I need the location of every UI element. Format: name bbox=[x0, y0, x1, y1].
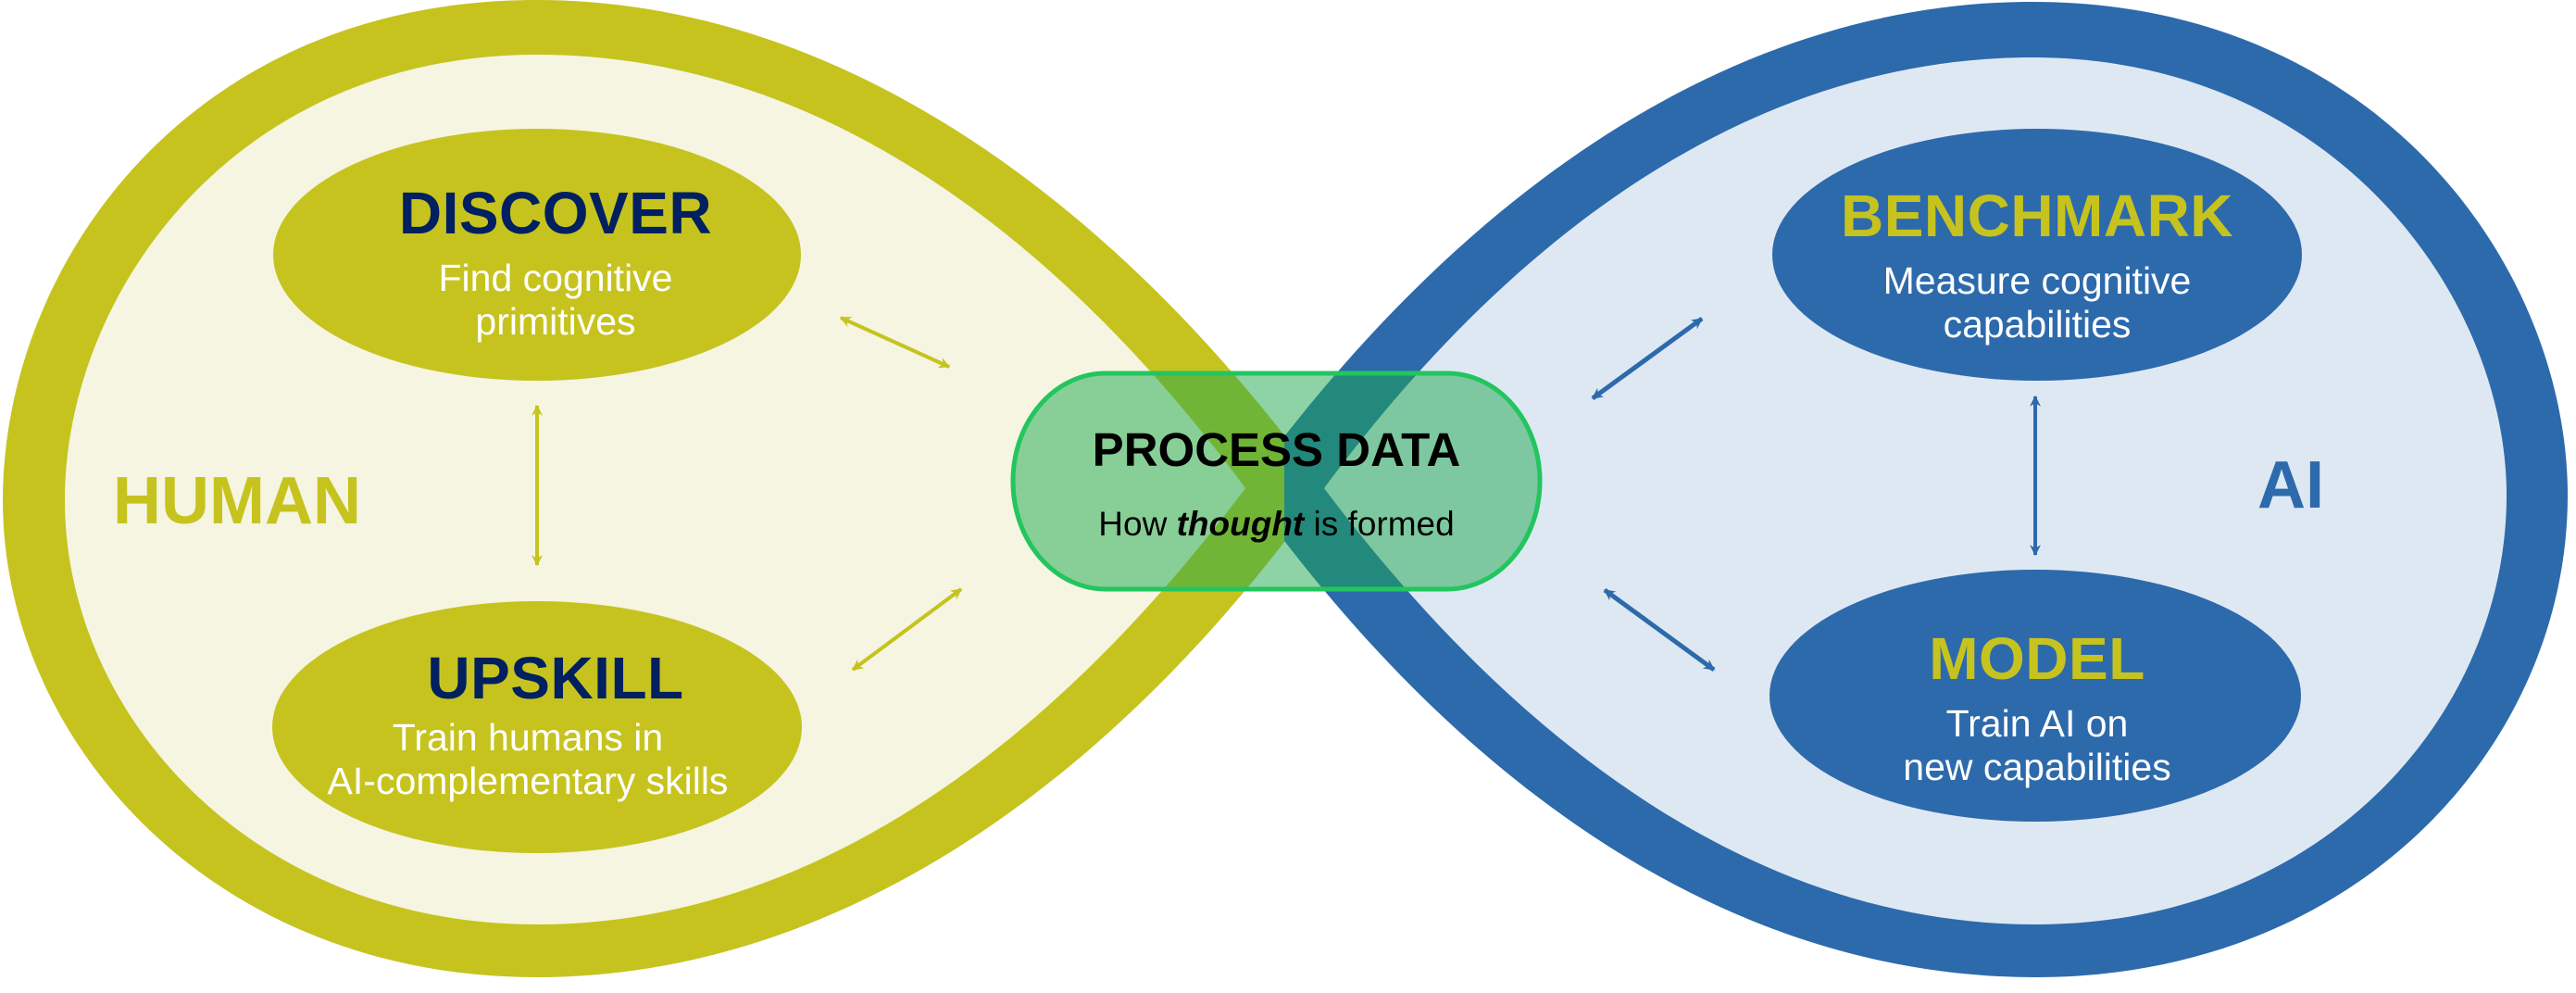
benchmark-title: BENCHMARK bbox=[1840, 182, 2234, 249]
bidirectional-arrow-icon bbox=[851, 587, 963, 672]
benchmark-text: BENCHMARK Measure cognitive capabilities bbox=[1787, 186, 2287, 344]
bidirectional-arrow-icon bbox=[1591, 316, 1704, 401]
upskill-desc-line2: AI-complementary skills bbox=[327, 760, 729, 802]
benchmark-desc-line1: Measure cognitive bbox=[1882, 259, 2192, 302]
ai-label: AI bbox=[2257, 448, 2324, 522]
upskill-text: UPSKILL Train humans in AI-complementary… bbox=[278, 648, 778, 800]
bidirectional-arrow-icon bbox=[839, 316, 951, 369]
benchmark-node bbox=[1772, 129, 2302, 381]
process-data-text: PROCESS DATA How thought is formed bbox=[1013, 426, 1540, 541]
model-desc-line1: Train AI on bbox=[1945, 702, 2129, 745]
human-label: HUMAN bbox=[113, 464, 361, 538]
upskill-title: UPSKILL bbox=[427, 645, 684, 711]
model-text: MODEL Train AI on new capabilities bbox=[1787, 629, 2287, 786]
process-data-title: PROCESS DATA bbox=[1092, 423, 1461, 476]
subtitle-pre: How bbox=[1098, 505, 1177, 543]
process-data-pill bbox=[1010, 371, 1543, 592]
upskill-desc-line1: Train humans in bbox=[392, 716, 664, 759]
benchmark-desc-line2: capabilities bbox=[1943, 303, 2132, 346]
discover-text: DISCOVER Find cognitive primitives bbox=[306, 183, 806, 341]
subtitle-post: is formed bbox=[1304, 505, 1455, 543]
discover-title: DISCOVER bbox=[398, 180, 713, 246]
upskill-node bbox=[272, 601, 802, 853]
discover-desc-line1: Find cognitive bbox=[438, 257, 673, 299]
model-title: MODEL bbox=[1929, 625, 2145, 692]
process-data-subtitle: How thought is formed bbox=[1013, 507, 1540, 541]
model-node bbox=[1769, 570, 2301, 822]
discover-desc-line2: primitives bbox=[475, 300, 636, 343]
subtitle-emphasis: thought bbox=[1176, 505, 1305, 543]
discover-node bbox=[273, 129, 801, 381]
model-desc-line2: new capabilities bbox=[1903, 746, 2171, 788]
bidirectional-arrow-icon bbox=[1603, 587, 1716, 672]
